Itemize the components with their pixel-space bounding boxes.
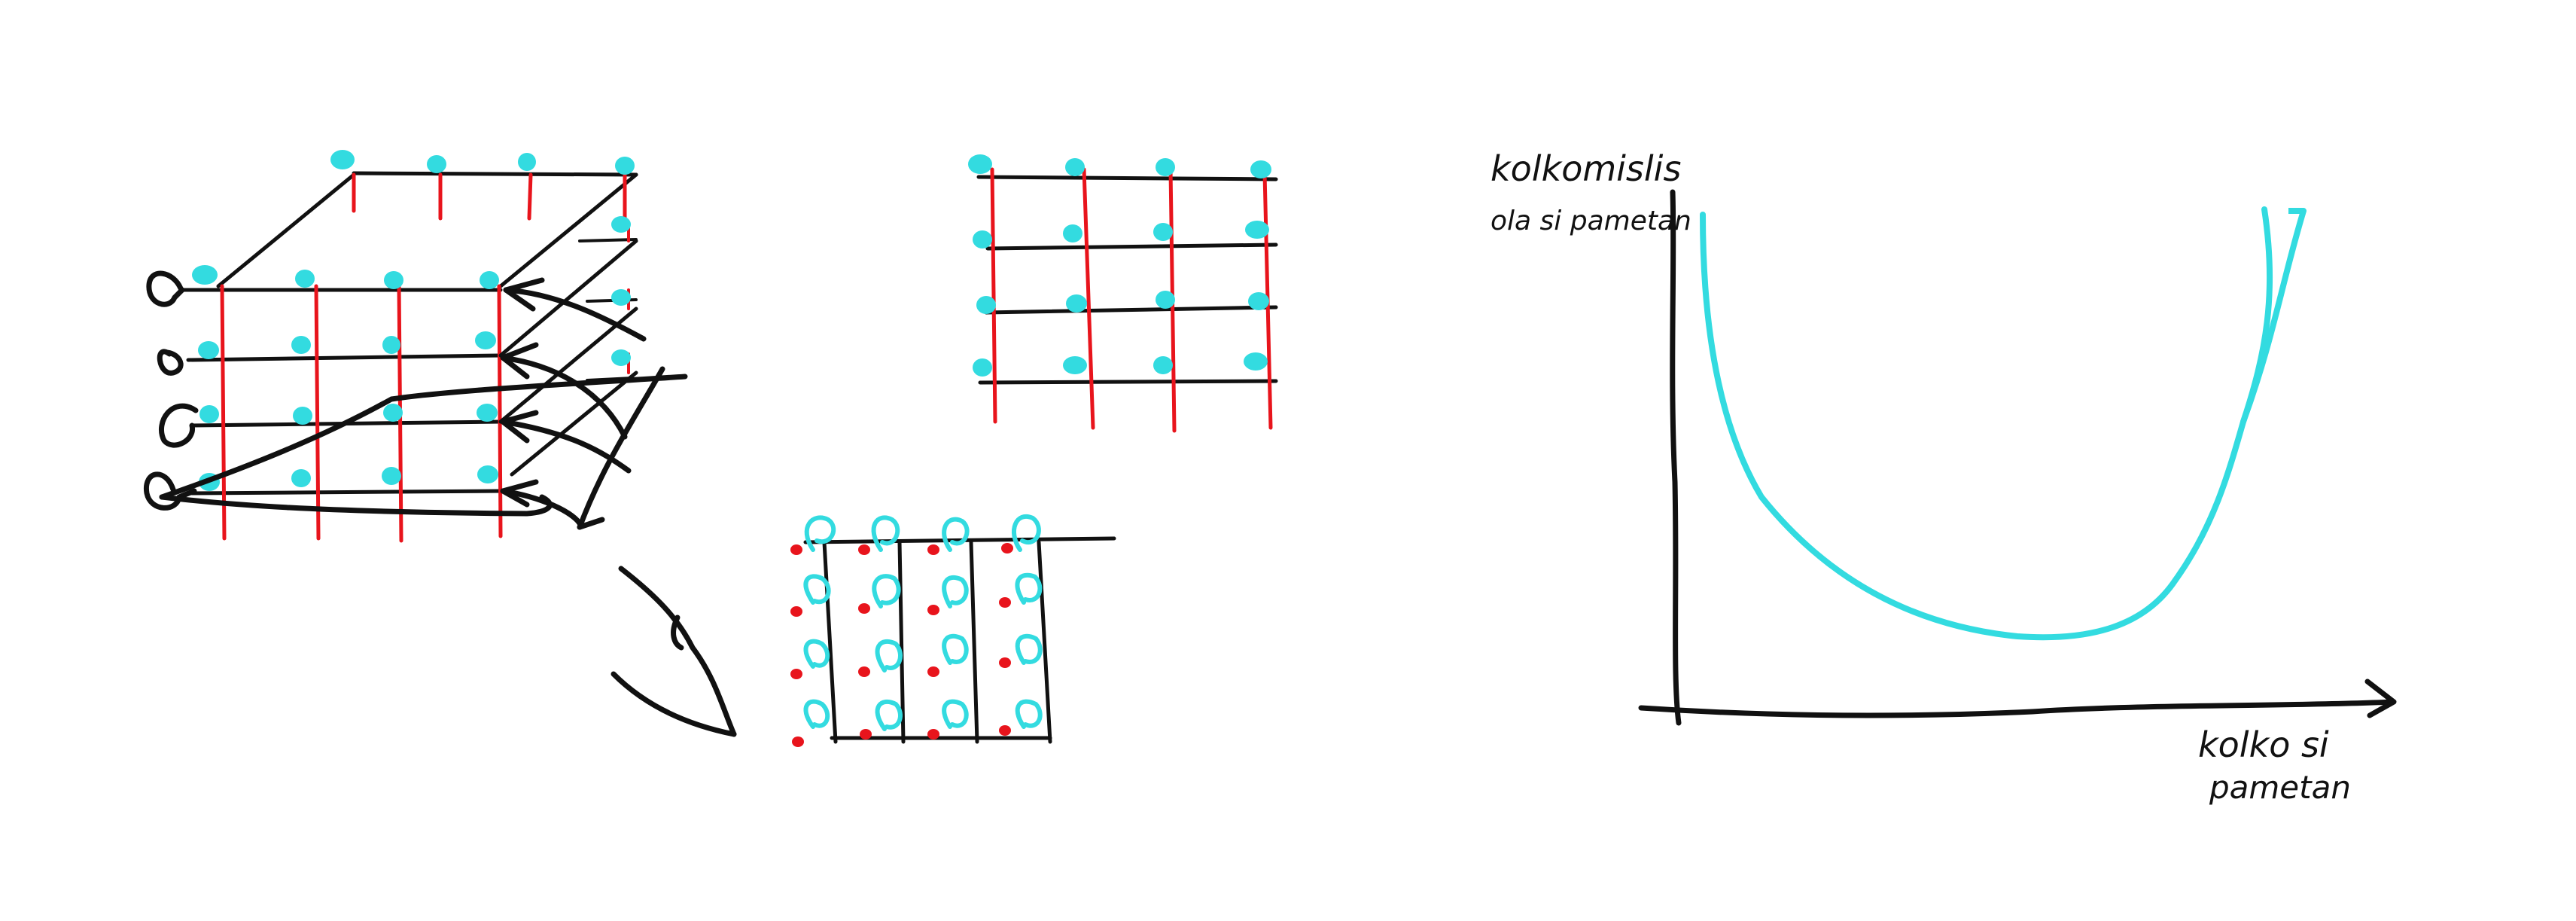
- lattice-back-cyan-dots: [330, 150, 635, 175]
- lattice-back-top-edge: [352, 171, 638, 177]
- lattice-3d: [144, 150, 688, 543]
- lattice-front-red-columns: [220, 284, 503, 543]
- grid-hoops-red-dots: [790, 543, 1013, 747]
- grid-2d-red-columns: [990, 167, 1273, 433]
- grid-2d: [968, 154, 1278, 433]
- grid-2d-rows: [976, 175, 1278, 385]
- grid-hoops-cyan-rings: [803, 514, 1043, 731]
- y-axis: [1670, 189, 1682, 726]
- lattice-left-hoops: [144, 270, 199, 511]
- lattice-bottom-line: [159, 494, 553, 517]
- lattice-right-diagonal: [498, 172, 638, 288]
- u-curve: [1700, 208, 2307, 641]
- lattice-left-diagonal: [216, 172, 356, 288]
- x-axis-label-line1: kolko si: [2198, 724, 2329, 765]
- grid-hoops-lines: [803, 536, 1116, 744]
- down-arrow: [611, 566, 737, 737]
- u-curve-graph: kolkomislis ola si pametan kolko si pame…: [1490, 148, 2397, 806]
- u-curve-right-arm: [2240, 206, 2273, 425]
- x-axis-label-line2: pametan: [2209, 769, 2351, 806]
- y-axis-label-line2: ola si pametan: [1490, 206, 1691, 236]
- lattice-side-cyan-dots: [611, 216, 631, 366]
- grid-2d-cyan-dots: [968, 154, 1271, 377]
- lattice-back-red-posts: [352, 172, 627, 221]
- lattice-curved-arrows: [500, 277, 665, 530]
- x-axis-arrowhead: [2364, 679, 2397, 718]
- x-axis: [1638, 699, 2395, 718]
- y-axis-label-line1: kolkomislis: [1490, 148, 1681, 189]
- lattice-front-cyan-dots: [192, 265, 499, 491]
- grid-hoops: [790, 514, 1116, 747]
